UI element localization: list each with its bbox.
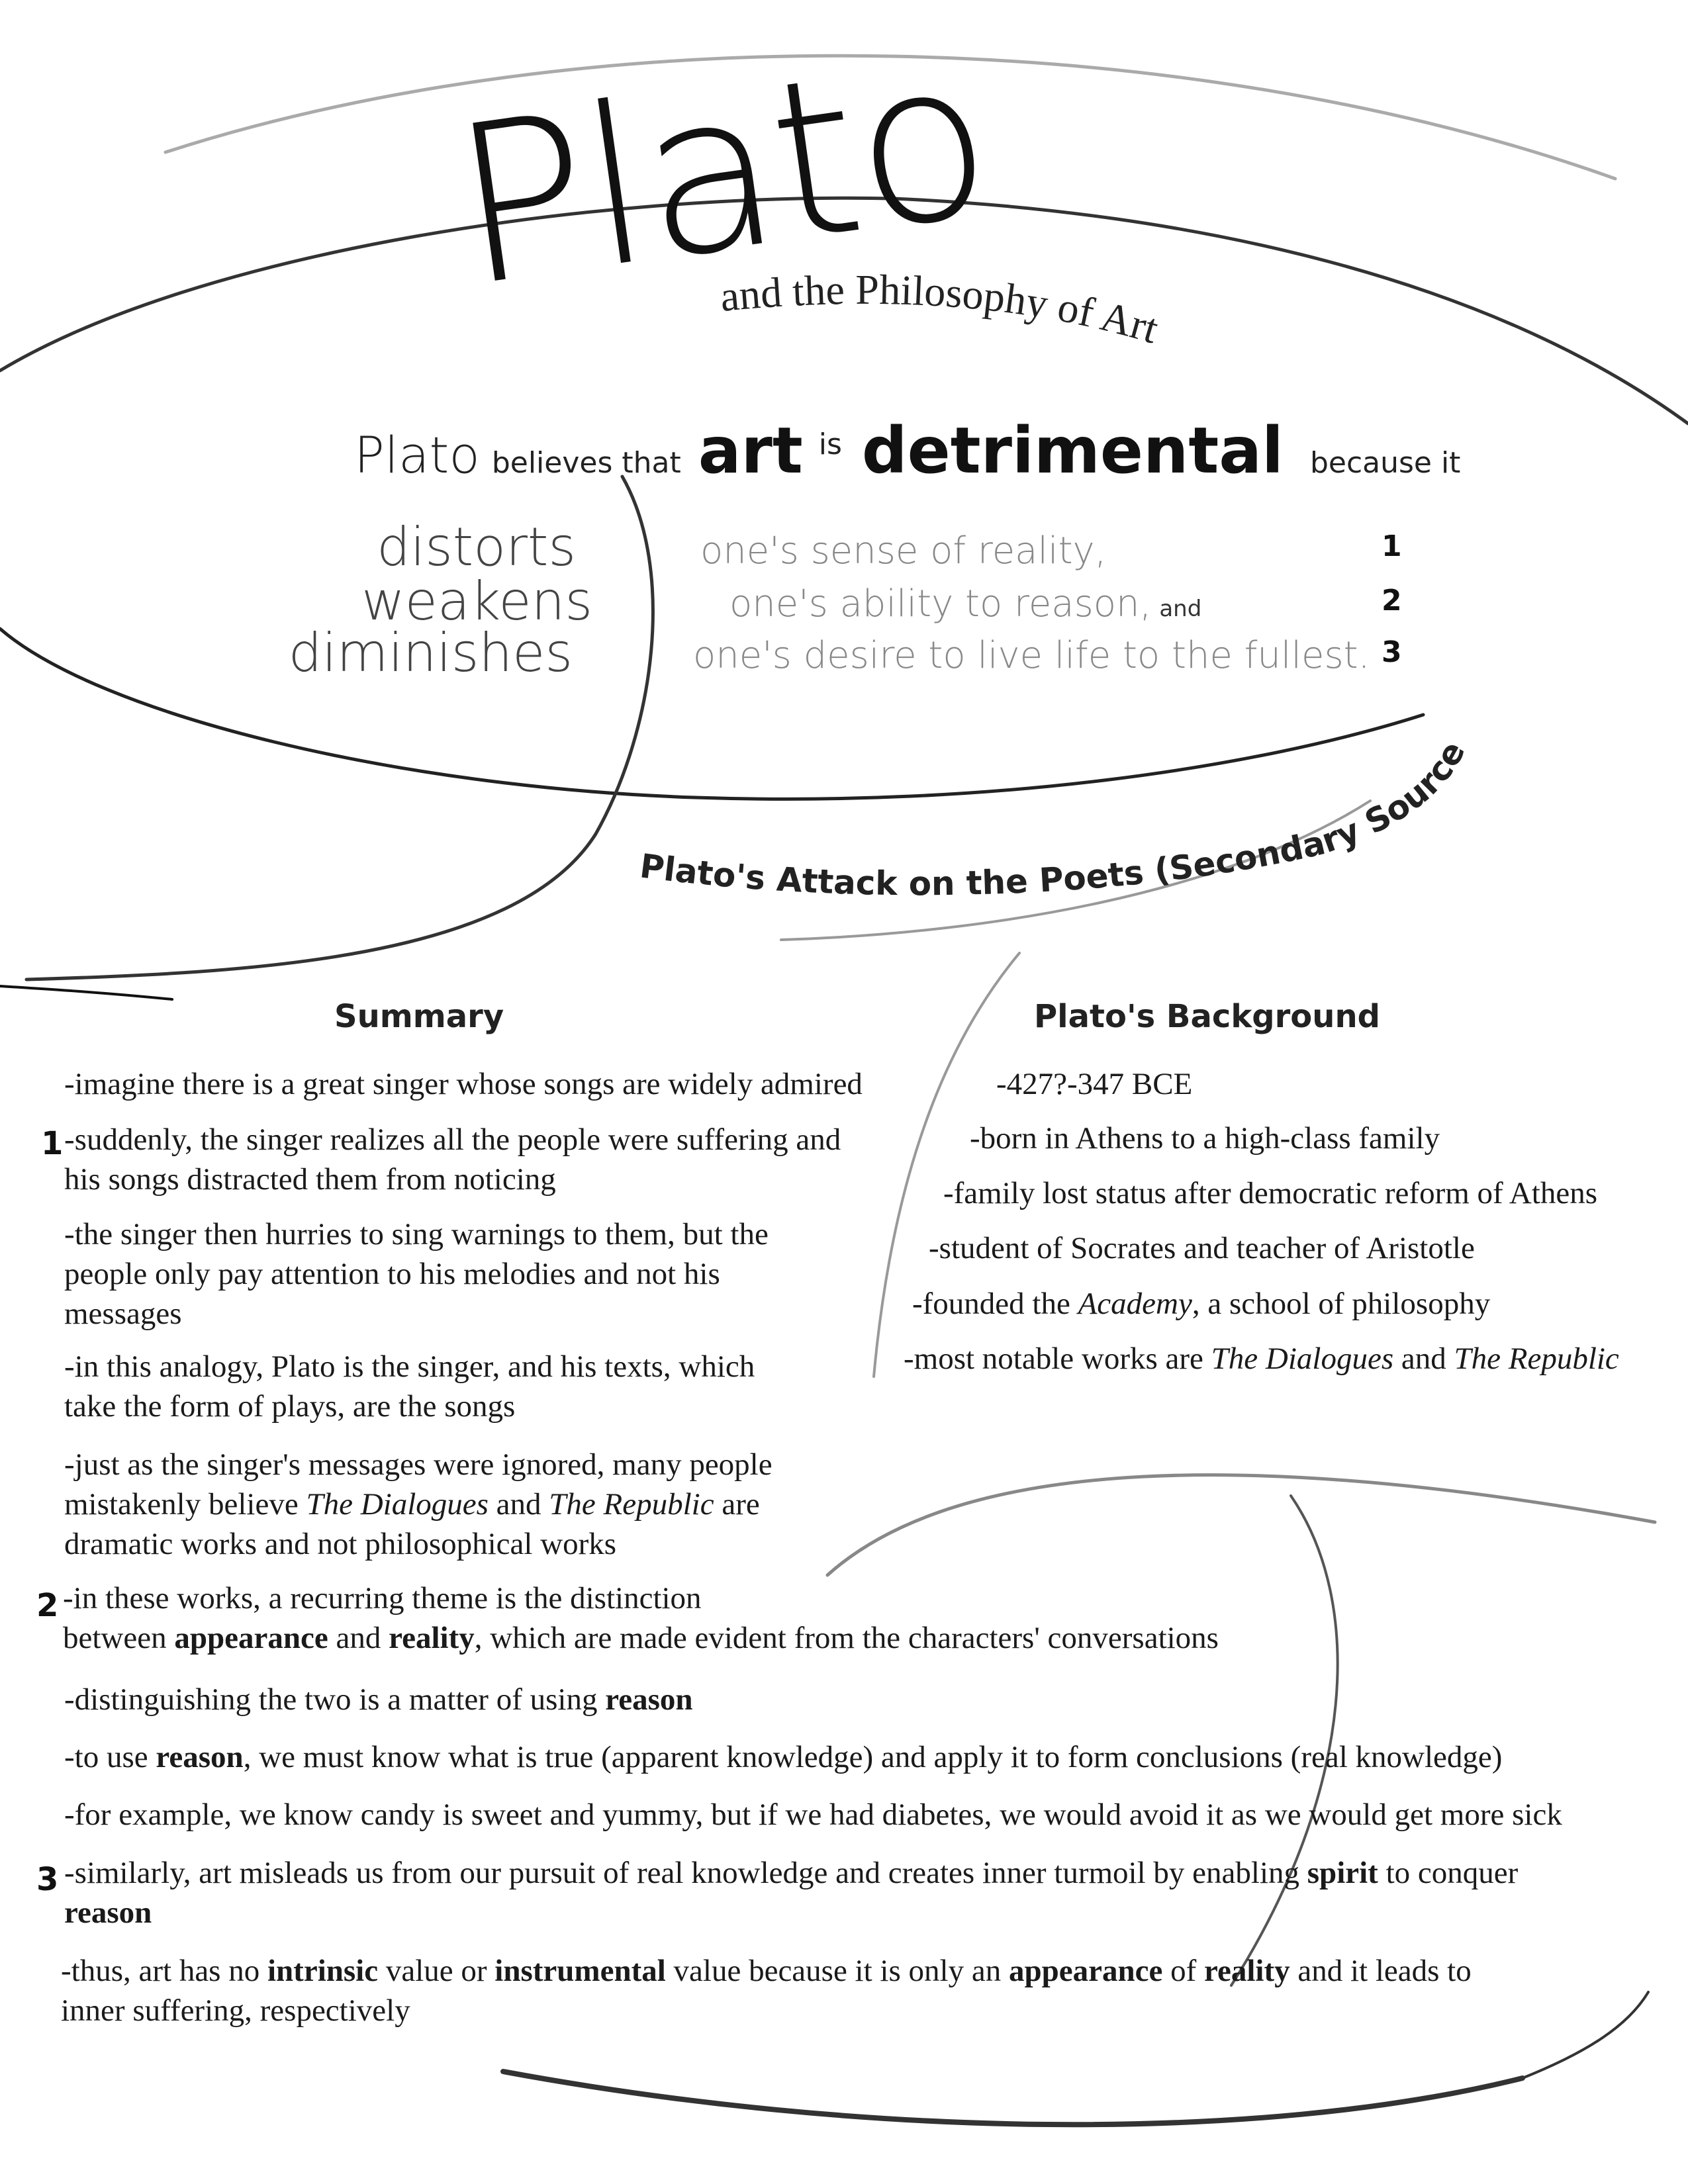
background-item-5: -founded the Academy, a school of philos…: [912, 1287, 1491, 1321]
background-heading: Plato's Background: [1034, 998, 1380, 1035]
effect-phrase-2-row: one's ability to reason, and: [729, 582, 1201, 625]
effect-phrase-2: one's ability to reason,: [729, 582, 1152, 625]
background-item-2: -born in Athens to a high-class family: [970, 1121, 1440, 1156]
background-item-4: -student of Socrates and teacher of Aris…: [929, 1231, 1475, 1265]
effect-verb-2: weakens: [361, 570, 592, 632]
summary-item-10: -similarly, art misleads us from our pur…: [64, 1856, 1519, 1930]
summary-item-3: -the singer then hurries to sing warning…: [64, 1217, 769, 1331]
thesis-word-believes: believes that: [491, 446, 681, 480]
thesis-word-plato: Plato: [354, 426, 480, 484]
summary-item-11: -thus, art has no intrinsic value or ins…: [61, 1954, 1472, 2028]
effect-phrase-1: one's sense of reality,: [700, 529, 1107, 572]
svg-text:Plato's Attack on the Poets (S: Plato's Attack on the Poets (Secondary S…: [0, 0, 1473, 903]
thesis-word-art: art: [698, 414, 803, 488]
effect-verb-3: diminishes: [288, 622, 573, 684]
thesis-word-is: is: [818, 428, 842, 461]
summary-item-5: -just as the singer's messages were igno…: [64, 1447, 773, 1561]
summary-marker-3: 3: [36, 1861, 59, 1898]
effect-phrase-2-and: and: [1159, 596, 1202, 622]
thesis-word-because: because it: [1309, 446, 1461, 480]
background-item-3: -family lost status after democratic ref…: [943, 1176, 1597, 1210]
thesis-word-detrimental: detrimental: [861, 414, 1284, 488]
summary-item-9: -for example, we know candy is sweet and…: [64, 1797, 1562, 1832]
summary-marker-1: 1: [41, 1125, 64, 1162]
summary-item-7: -distinguishing the two is a matter of u…: [64, 1682, 693, 1717]
effect-number-2: 2: [1382, 584, 1402, 617]
background-item-6: -most notable works are The Dialogues an…: [904, 1342, 1619, 1376]
summary-heading: Summary: [334, 998, 504, 1035]
effect-number-3: 3: [1382, 635, 1402, 669]
thesis-line: Plato believes that art is detrimental b…: [354, 414, 1461, 488]
summary-marker-2: 2: [36, 1587, 59, 1624]
background-item-1: -427?-347 BCE: [996, 1067, 1193, 1101]
effect-phrase-3: one's desire to live life to the fullest…: [693, 634, 1370, 677]
summary-item-6: -in these works, a recurring theme is th…: [63, 1581, 1219, 1655]
summary-item-8: -to use reason, we must know what is tru…: [64, 1740, 1503, 1774]
summary-item-4: -in this analogy, Plato is the singer, a…: [64, 1349, 755, 1424]
source-title: Plato's Attack on the Poets (Secondary S…: [0, 0, 1473, 903]
effect-number-1: 1: [1382, 529, 1402, 563]
summary-item-1: -imagine there is a great singer whose s…: [64, 1067, 863, 1101]
summary-item-2: -suddenly, the singer realizes all the p…: [64, 1122, 841, 1197]
effect-verb-1: distorts: [377, 516, 576, 578]
